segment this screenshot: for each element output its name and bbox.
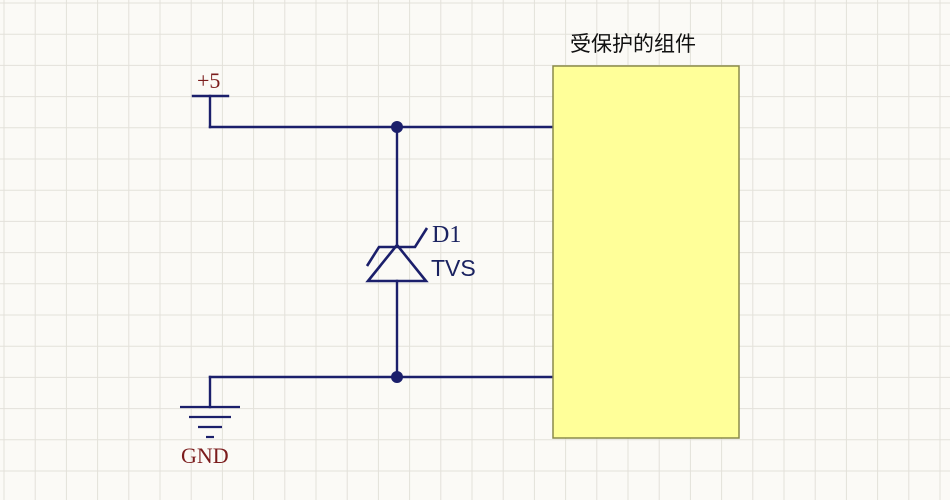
diode-value-label: TVS [431,255,476,281]
ground-label: GND [181,443,229,468]
diode-cathode-bar [365,227,429,267]
ground-port[interactable]: GND [180,375,240,468]
diode-ref-label: D1 [432,222,461,248]
power-port[interactable]: +5 [191,68,230,129]
diode-triangle [365,242,429,283]
component-body [552,65,740,439]
component-label: 受保护的组件 [570,32,696,56]
protected-component[interactable]: 受保护的组件 [552,32,740,439]
tvs-diode[interactable]: D1 TVS [365,222,476,283]
junction-dot-bottom [391,371,403,383]
power-label: +5 [197,68,220,93]
junction-dot-top [391,121,403,133]
